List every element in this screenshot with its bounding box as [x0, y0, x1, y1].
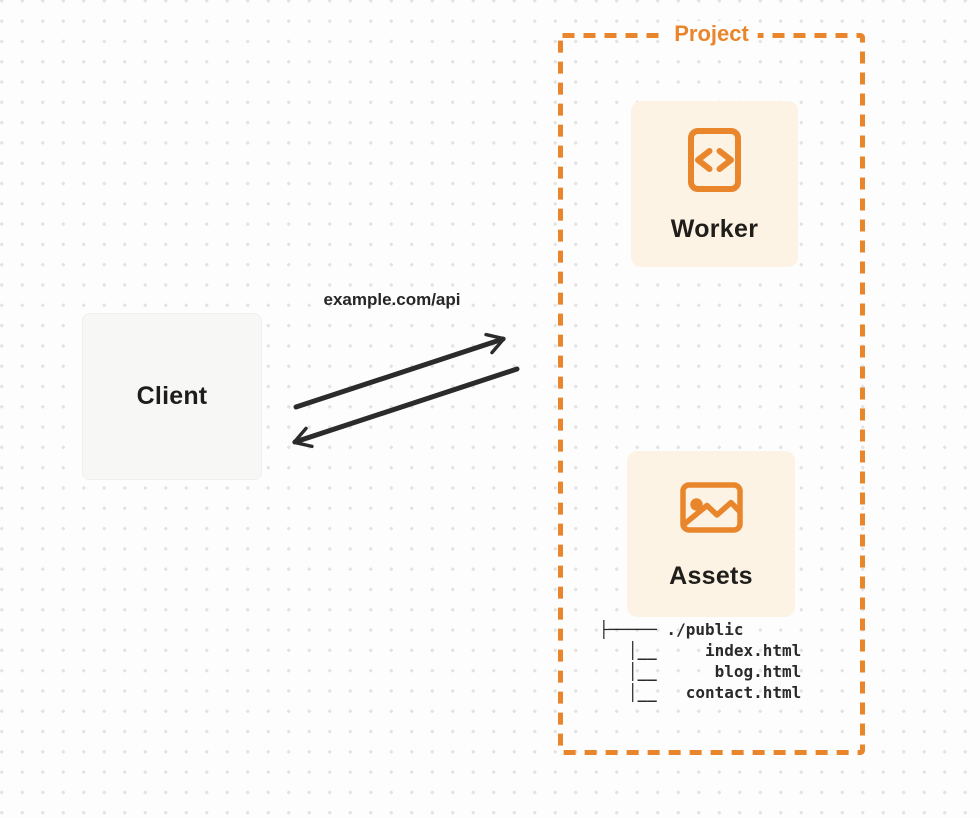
worker-label: Worker	[670, 215, 759, 243]
project-label: Project	[665, 21, 758, 47]
file-tree-line: │__ index.html	[599, 641, 802, 660]
file-tree-line: ├───── ./public	[599, 620, 744, 639]
worker-node: Worker	[631, 101, 798, 267]
project-group: Project	[558, 21, 865, 755]
file-tree-line: │__ blog.html	[599, 662, 802, 681]
client-node: Client	[82, 313, 262, 480]
request-arrow	[293, 332, 506, 410]
request-url-label: example.com/api	[323, 290, 461, 309]
assets-node: Assets	[627, 451, 795, 617]
assets-file-tree: ├───── ./public │__ index.html │__ blog.…	[599, 619, 801, 703]
response-arrow	[292, 366, 520, 449]
image-icon	[679, 482, 743, 533]
client-label: Client	[136, 382, 208, 410]
file-tree-line: │__ contact.html	[599, 683, 802, 702]
assets-label: Assets	[669, 562, 753, 590]
code-file-icon	[688, 128, 741, 192]
